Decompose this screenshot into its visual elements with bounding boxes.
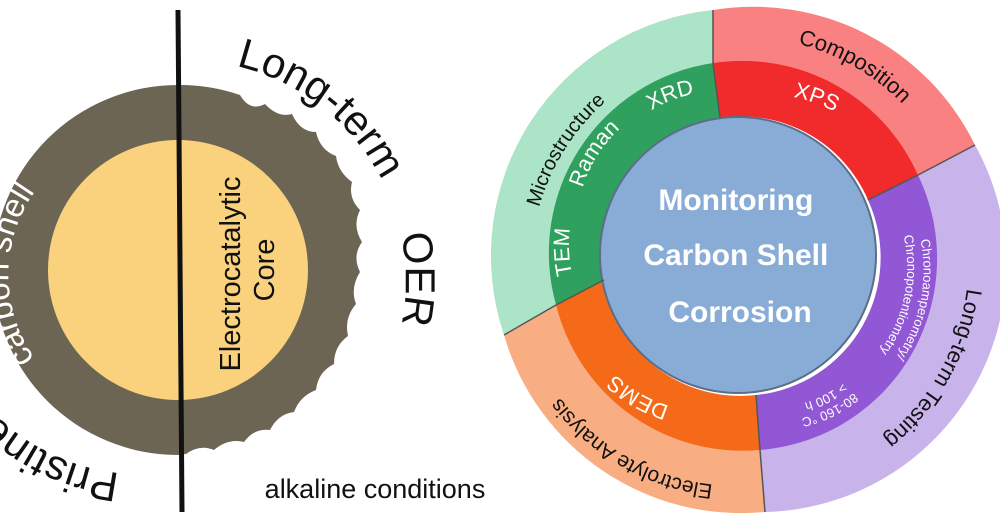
segment-microstructure-outer — [490, 10, 713, 335]
center-title-line1: Monitoring — [658, 184, 813, 217]
center-title: Monitoring Carbon Shell Corrosion — [643, 184, 836, 329]
left-particle-diagram: Electrocatalytic Core Pristine carbon sh… — [0, 9, 486, 513]
center-title-line3: Corrosion — [668, 296, 811, 329]
pristine-core — [48, 140, 178, 400]
core-label-line2: Core — [249, 239, 281, 302]
center-title-line2: Carbon Shell — [643, 239, 828, 272]
oer-word: OER — [393, 229, 444, 330]
segment-longterm-outer — [760, 145, 1000, 512]
divider-line — [175, 9, 185, 513]
pristine-half — [0, 85, 178, 455]
right-wheel-diagram: Monitoring Carbon Shell Corrosion Micros… — [490, 6, 1000, 514]
core-label-line1: Electrocatalytic — [215, 177, 247, 372]
segment-longterm-inner — [756, 175, 938, 450]
core-label: Electrocatalytic Core — [215, 168, 281, 371]
segment-electrolyte-inner — [556, 280, 760, 451]
segment-microstructure-inner — [548, 63, 720, 305]
condition-label: alkaline conditions — [265, 474, 486, 504]
segment-composition-inner — [713, 60, 918, 200]
oer-label: OER — [393, 229, 444, 330]
corroded-half — [178, 84, 362, 456]
segment-composition-outer — [713, 6, 975, 175]
segment-borders — [503, 10, 976, 513]
center-circle — [599, 116, 877, 394]
corroded-core — [178, 140, 308, 400]
label-tem: TEM — [549, 227, 577, 278]
segment-electrolyte-outer — [504, 305, 765, 514]
